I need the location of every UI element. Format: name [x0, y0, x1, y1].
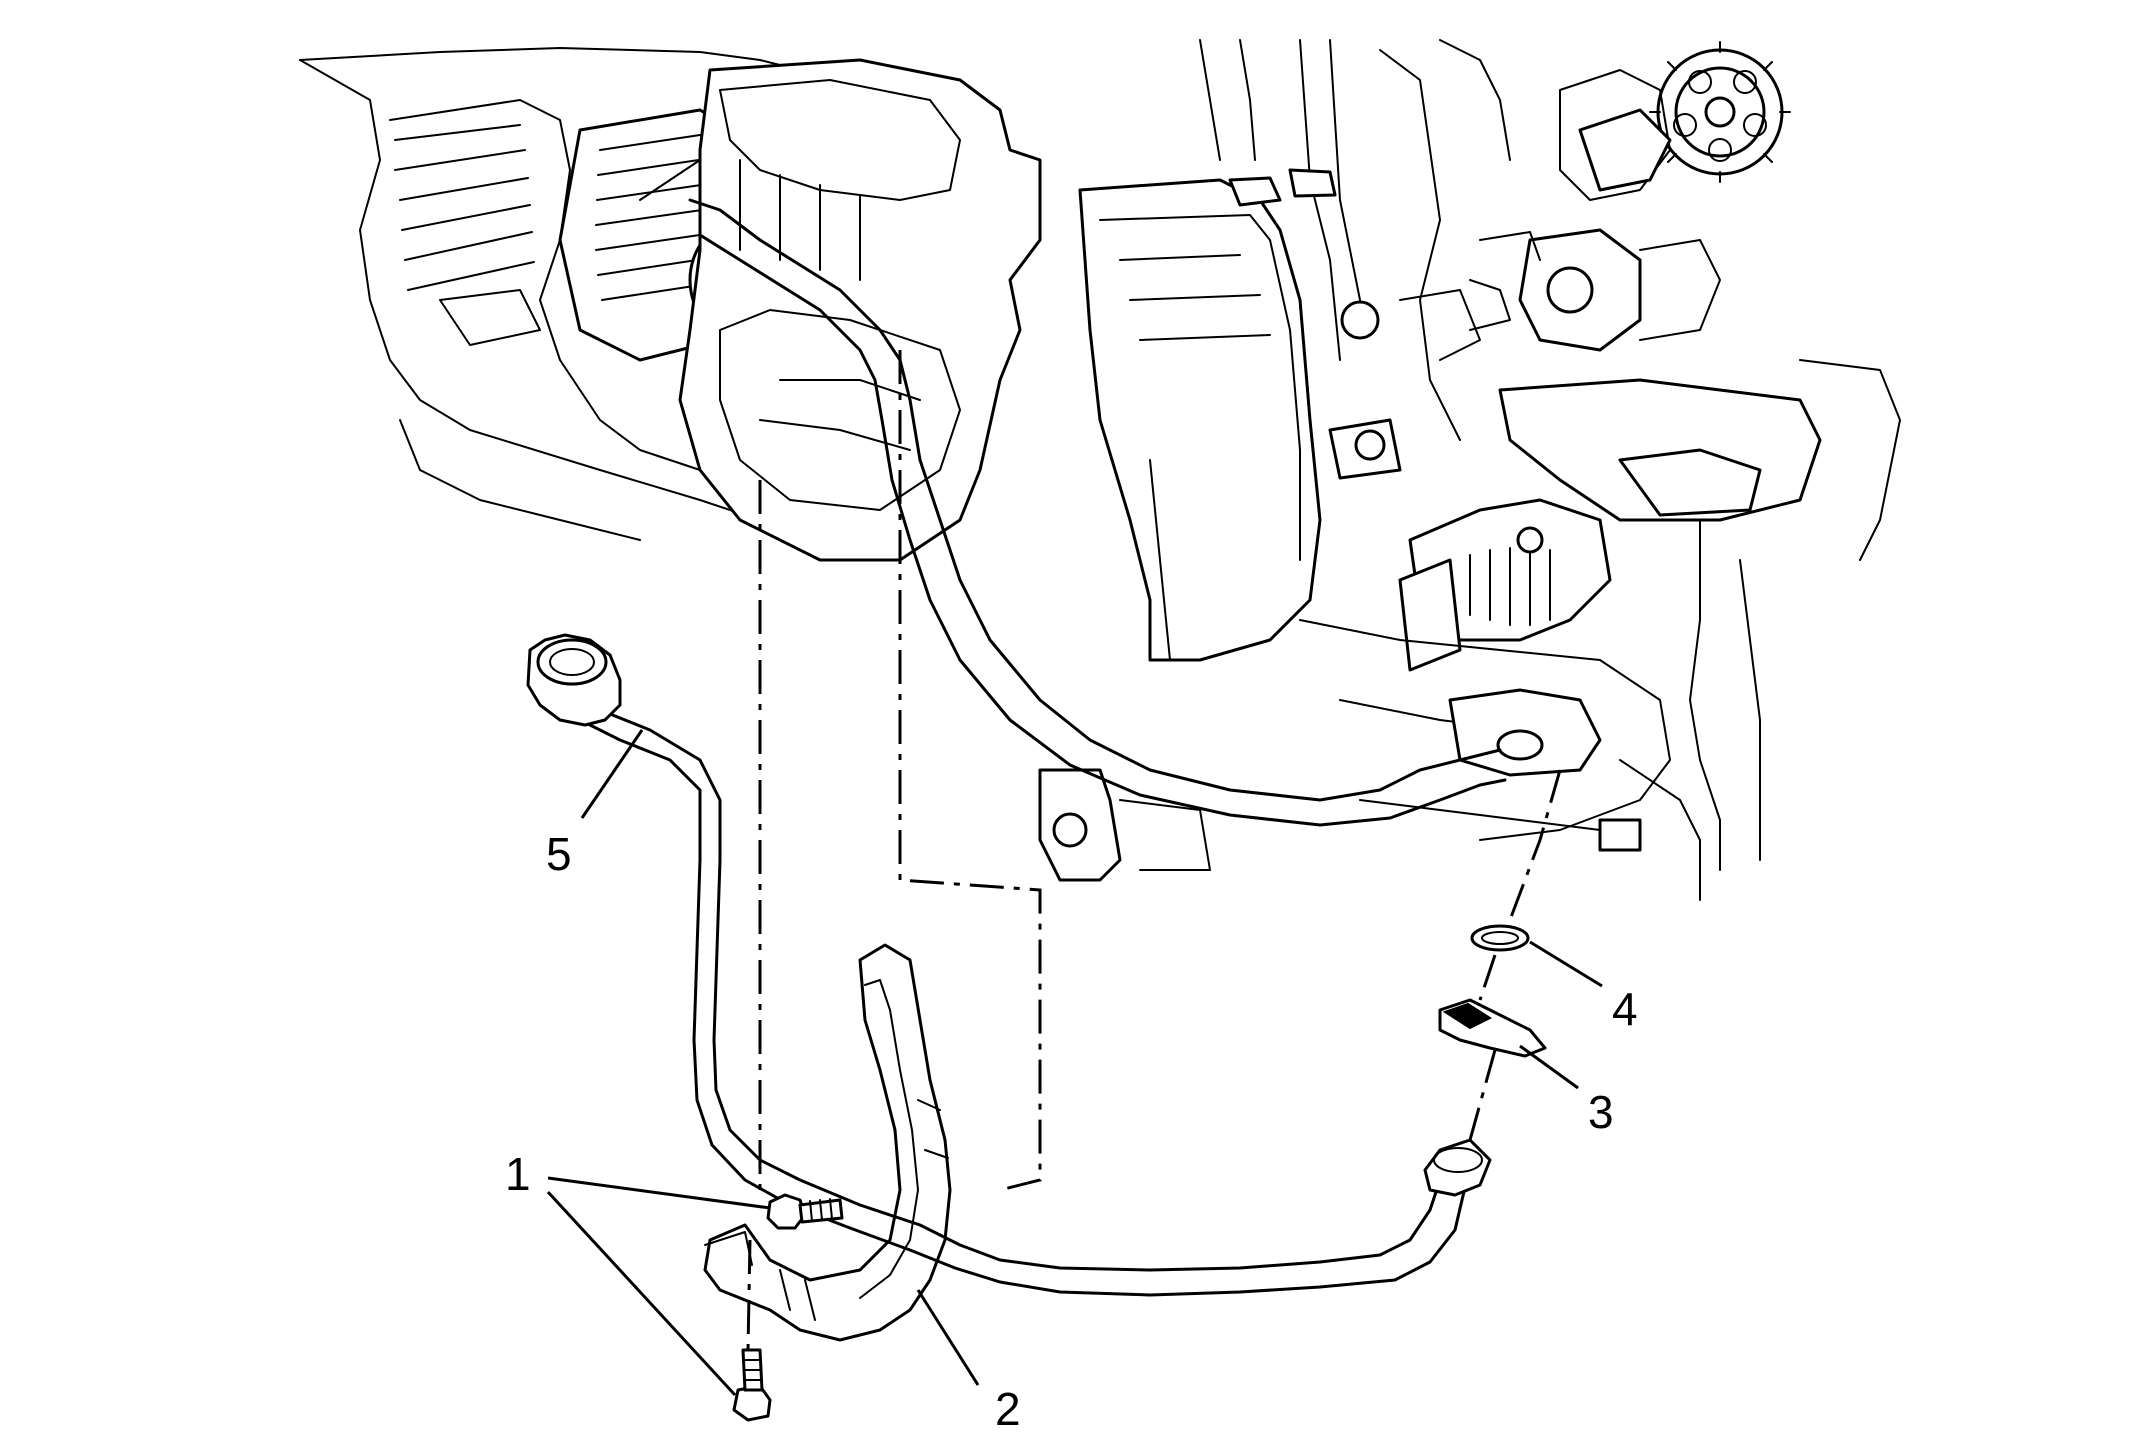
bolt-upper	[766, 1193, 844, 1230]
o-ring-seal	[1470, 924, 1530, 952]
retainer-clip	[1438, 998, 1547, 1058]
heater-hose	[526, 633, 1492, 1297]
callout-2: 2	[995, 1383, 1021, 1435]
callouts: 1 2 3 4 5	[505, 828, 1638, 1435]
leader-lines	[546, 729, 1603, 1397]
callout-3: 3	[1588, 1086, 1614, 1138]
hvac-module-assembly	[299, 39, 1901, 901]
heater-inlet-pipe	[688, 198, 1507, 827]
callout-5: 5	[546, 828, 572, 880]
bolt-lower	[732, 1348, 772, 1422]
callout-4: 4	[1612, 983, 1638, 1035]
alignment-lines	[746, 350, 1562, 1351]
callout-1: 1	[505, 1148, 531, 1200]
